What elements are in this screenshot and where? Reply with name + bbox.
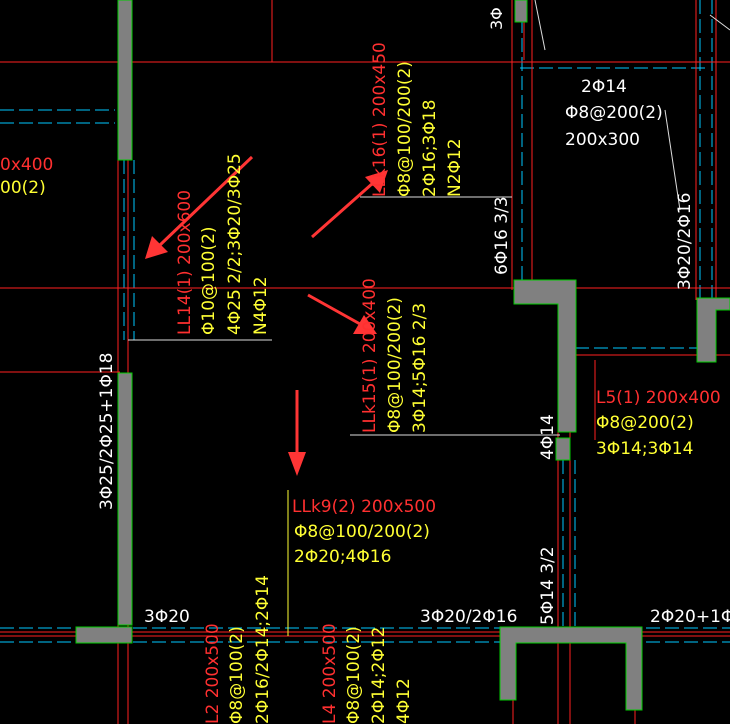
beam-rebar-label: 2Φ16/2Φ14;2Φ14 bbox=[253, 575, 273, 724]
beam-name-label: LLk9(2) 200x500 bbox=[292, 497, 436, 517]
beam-stirrup-label: Φ8@200(2) bbox=[596, 413, 694, 433]
arrow-icon bbox=[307, 293, 377, 334]
beam-stirrup-label: 00(2) bbox=[0, 178, 46, 198]
beam-rebar-label: 3Φ20 bbox=[144, 607, 190, 627]
column-rebar-label: 6Φ16 3/3 bbox=[492, 196, 512, 275]
arrow-icon bbox=[145, 155, 254, 259]
annotation-arrows bbox=[145, 155, 388, 476]
wall bbox=[555, 437, 571, 461]
wall bbox=[513, 279, 577, 433]
detail-lines bbox=[128, 0, 730, 436]
column-rebar-label: 4Φ14 bbox=[538, 414, 558, 460]
beam-rebar-label: 3Φ14;3Φ14 bbox=[596, 439, 693, 459]
leader-line bbox=[534, 0, 546, 51]
beam-stirrup-label: Φ8@100/200(2) bbox=[385, 297, 405, 433]
beam-stirrup-label: Φ8@100/200(2) bbox=[294, 522, 430, 542]
wall bbox=[117, 0, 133, 161]
walls bbox=[75, 0, 730, 711]
beam-name-label: LL14(1) 200x600 bbox=[175, 190, 195, 335]
beam-name-label: LLk15(1) 200x400 bbox=[360, 278, 380, 433]
leader-line bbox=[664, 109, 681, 211]
beam-rebar-label: 4Φ25 2/2;3Φ20/3Φ25 bbox=[225, 153, 245, 335]
beam-rebar-label: 3Φ20/2Φ16 bbox=[420, 607, 517, 627]
beam-rebar-label: 3Φ14;5Φ16 2/3 bbox=[410, 303, 430, 433]
leader-line bbox=[709, 14, 730, 31]
beam-side-bar-label: N2Φ12 bbox=[445, 138, 465, 197]
beam-stirrup-label: Φ8@200(2) bbox=[565, 103, 663, 123]
beam-size-label: 200x300 bbox=[565, 130, 640, 150]
beam-name-label: L2 200x500 bbox=[203, 623, 223, 724]
beam-name-label: LLk16(1) 200x450 bbox=[370, 42, 390, 197]
beam-rebar-label: 2Φ14;2Φ12 bbox=[369, 627, 389, 724]
beam-rebar-label: 2Φ16;3Φ18 bbox=[420, 100, 440, 197]
beam-stirrup-label: Φ8@100/200(2) bbox=[395, 61, 415, 197]
wall bbox=[499, 626, 643, 711]
beam-rebar-label: 2Φ14 bbox=[581, 77, 627, 97]
column-rebar-label: 3Φ25/2Φ25+1Φ18 bbox=[97, 353, 117, 510]
wall bbox=[75, 626, 133, 644]
beam-stirrup-label: Φ8@100(2) bbox=[227, 626, 247, 724]
beam-stirrup-label: Φ8@100(2) bbox=[344, 626, 364, 724]
column-rebar-label: 3Φ bbox=[487, 7, 506, 30]
wall bbox=[514, 0, 528, 23]
wall bbox=[117, 372, 133, 626]
column-rebar-label: 3Φ20/2Φ16 bbox=[675, 193, 695, 290]
beam-name-label: L4 200x500 bbox=[320, 623, 340, 724]
column-rebar-label: 5Φ14 3/2 bbox=[538, 546, 558, 625]
beam-name-label: L5(1) 200x400 bbox=[596, 388, 721, 408]
beam-side-bar-label: N4Φ12 bbox=[251, 276, 271, 335]
arrow-icon bbox=[288, 390, 306, 476]
text-annotations: 0x400 00(2) 2Φ14 Φ8@200(2) 200x300 3Φ LL… bbox=[0, 7, 730, 724]
beam-stirrup-label: Φ10@100(2) bbox=[199, 226, 219, 335]
beam-rebar-label: 2Φ20+1Φ bbox=[650, 607, 730, 627]
beam-size-label: 0x400 bbox=[0, 155, 53, 175]
beam-rebar-label: 4Φ12 bbox=[394, 678, 414, 724]
arrow-icon bbox=[311, 170, 388, 239]
beam-rebar-label: 2Φ20;4Φ16 bbox=[294, 547, 391, 567]
wall bbox=[696, 297, 730, 363]
